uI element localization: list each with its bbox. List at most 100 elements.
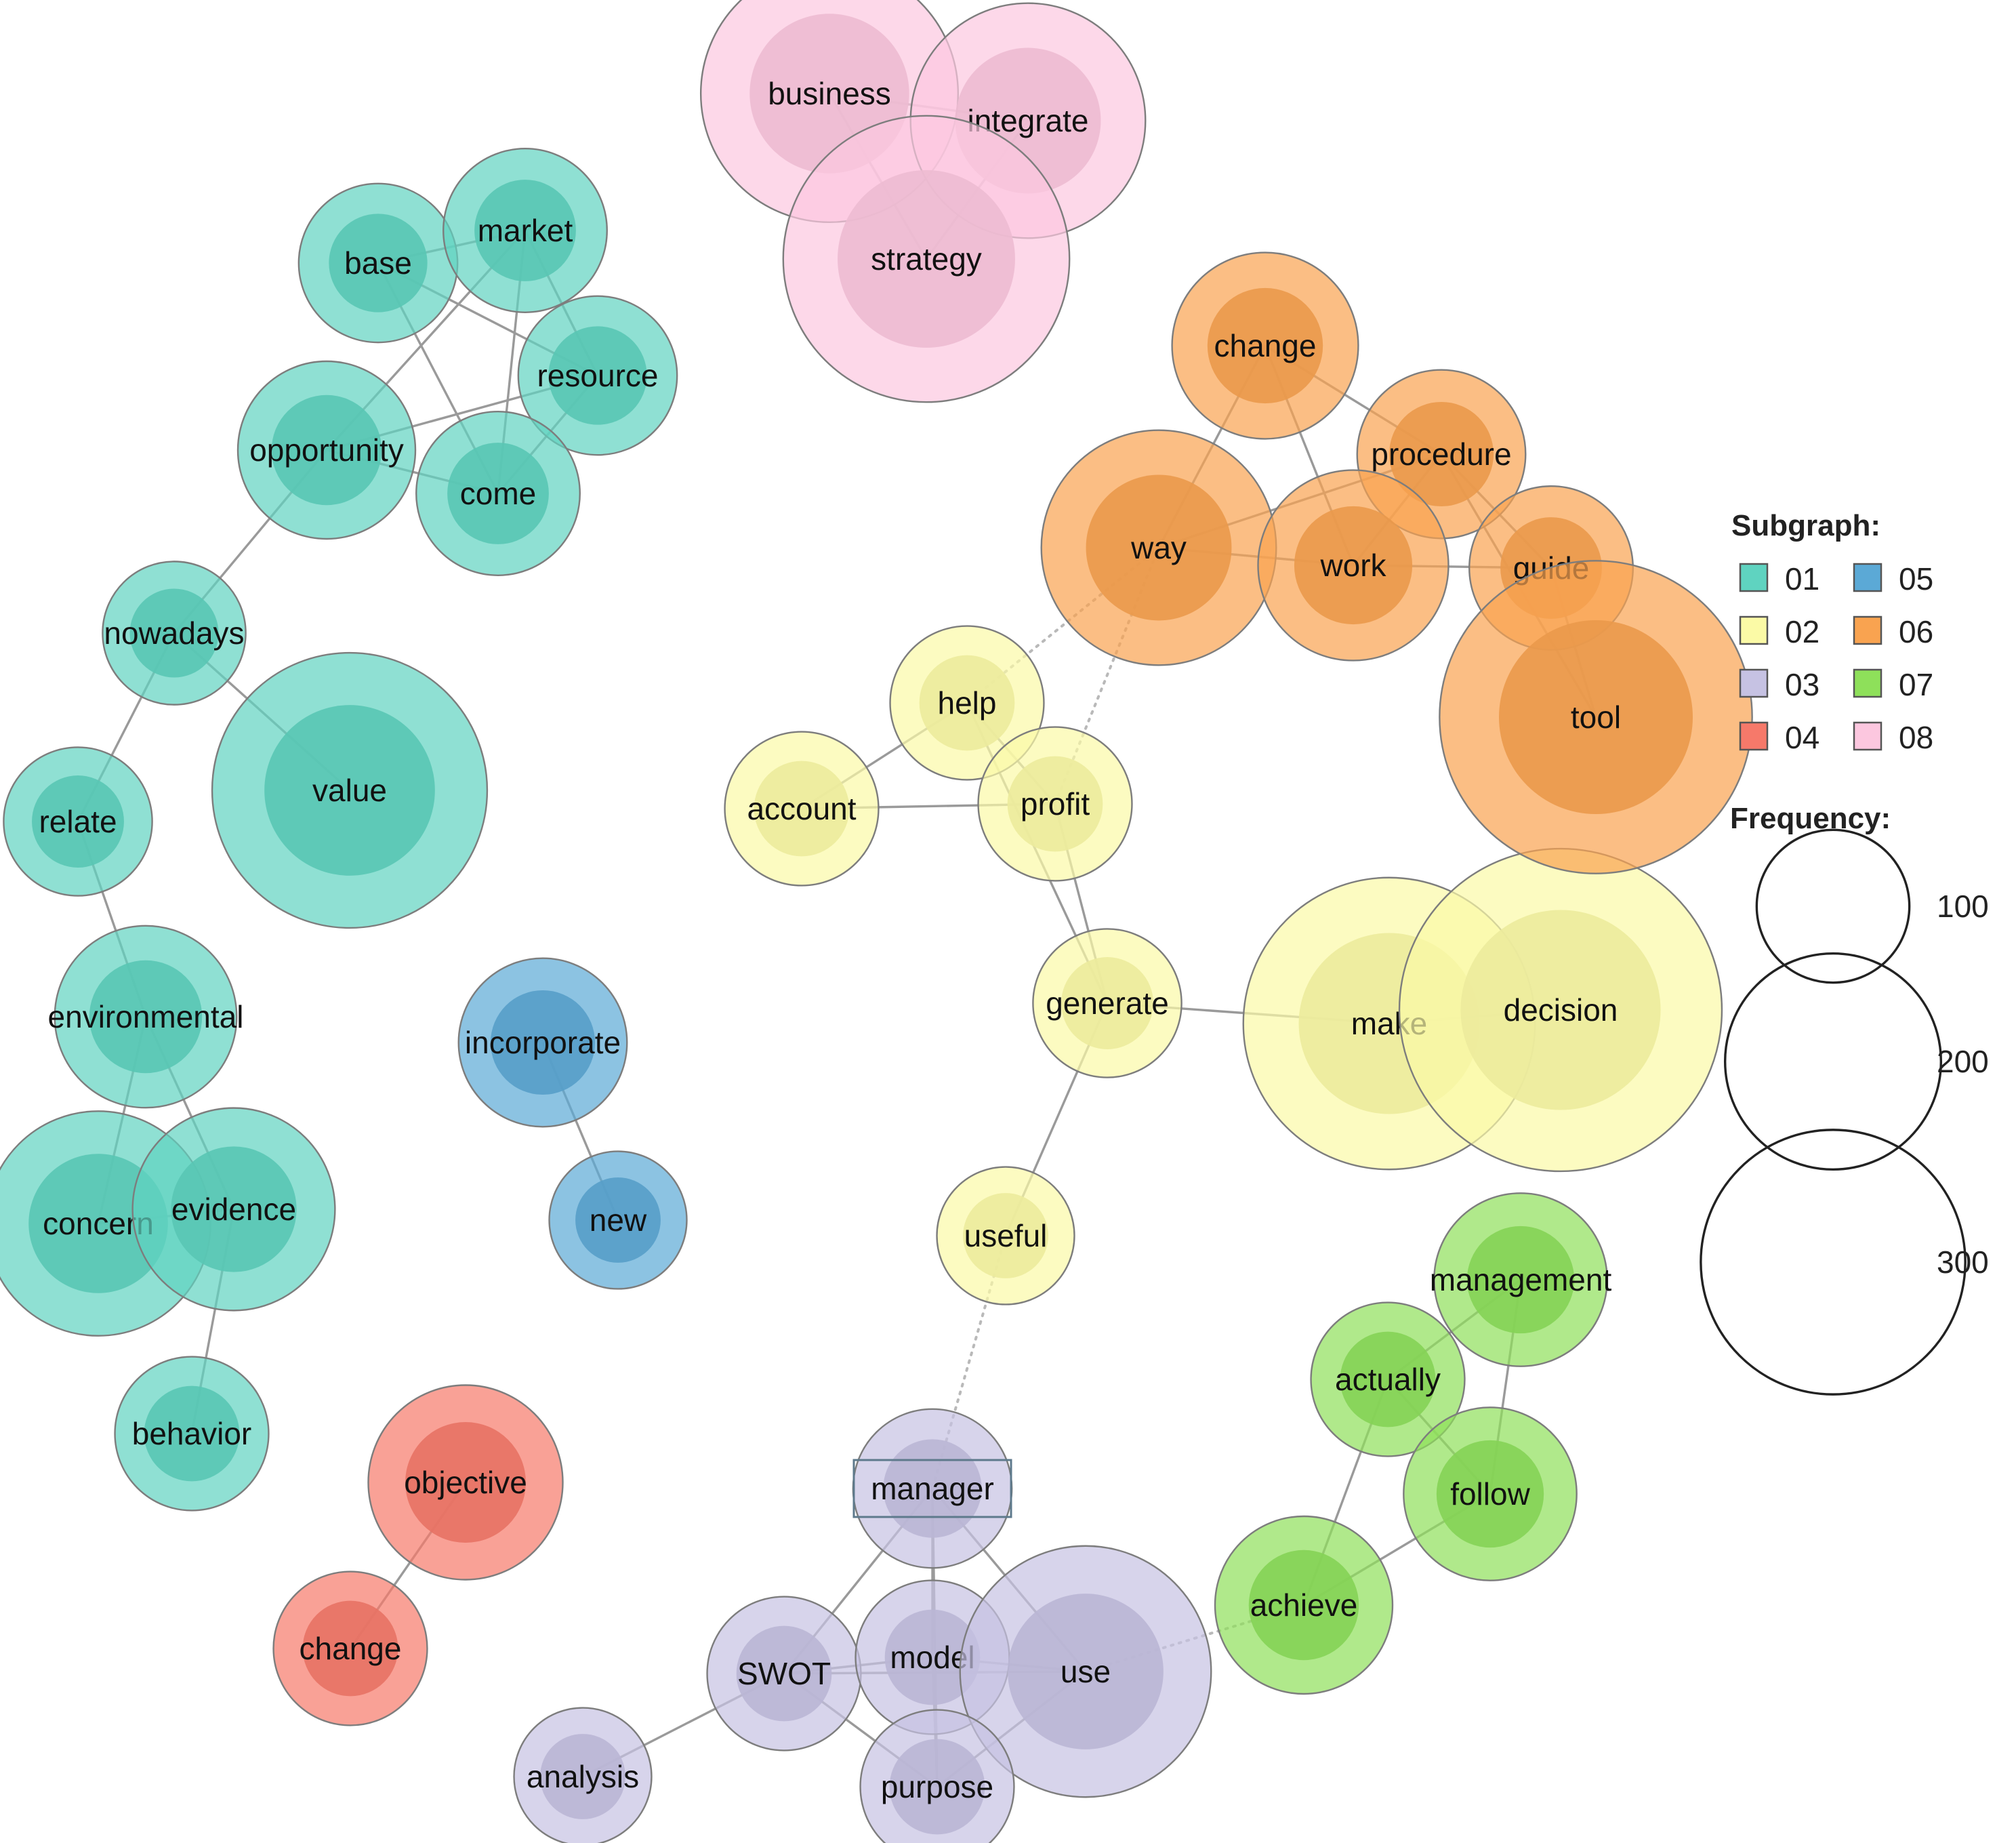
node-change_04[interactable]: change [272, 1571, 428, 1726]
legend-frequency-300: 300 [1700, 1129, 1989, 1396]
node-label: base [344, 245, 412, 281]
node-label: manager [871, 1471, 994, 1506]
node-label: business [768, 76, 891, 111]
node-core [1436, 1440, 1544, 1548]
node-label: new [590, 1202, 647, 1238]
highlight-layer [852, 1459, 1012, 1518]
node-label: purpose [881, 1769, 993, 1804]
node-label: market [478, 213, 573, 248]
node-analysis[interactable]: analysis [513, 1707, 653, 1843]
node-core [28, 1154, 168, 1293]
legend-swatch [1853, 668, 1883, 698]
node-relate[interactable]: relate [3, 746, 153, 897]
legend-frequency-200: 200 [1723, 952, 1989, 1171]
node-purpose[interactable]: purpose [859, 1709, 1015, 1843]
node-label: procedure [1371, 437, 1511, 472]
node-core [883, 1439, 982, 1538]
node-label: generate [1046, 986, 1169, 1021]
node-work[interactable]: work [1257, 469, 1449, 662]
node-use[interactable]: use [959, 1545, 1212, 1798]
legend-swatch [1739, 721, 1769, 751]
node-come[interactable]: come [415, 411, 581, 576]
node-core [405, 1422, 526, 1543]
node-resource[interactable]: resource [517, 295, 678, 456]
node-core [1086, 474, 1232, 621]
node-market[interactable]: market [443, 148, 608, 313]
node-label: nowadays [104, 615, 244, 651]
node-core [1007, 756, 1103, 852]
node-core [1061, 957, 1153, 1049]
node-new[interactable]: new [548, 1150, 688, 1290]
node-label: incorporate [465, 1025, 621, 1060]
frequency-label: 300 [1937, 1244, 1989, 1280]
node-core [575, 1177, 661, 1263]
node-core [1207, 287, 1323, 404]
node-help[interactable]: help [889, 625, 1045, 781]
legend-subgraph-label: 04 [1785, 720, 1819, 755]
node-follow[interactable]: follow [1403, 1406, 1578, 1581]
node-label: environmental [48, 999, 244, 1034]
node-useful[interactable]: useful [936, 1166, 1075, 1305]
node-nowadays[interactable]: nowadays [102, 561, 247, 706]
node-core [919, 655, 1015, 751]
node-value[interactable]: value [211, 651, 489, 929]
node-core [89, 960, 203, 1074]
legend-subgraph-label: 05 [1899, 561, 1933, 596]
node-label: follow [1450, 1476, 1530, 1512]
legend-subgraph-label: 02 [1785, 614, 1819, 649]
node-core [490, 990, 596, 1095]
node-generate[interactable]: generate [1032, 928, 1182, 1078]
node-core [963, 1193, 1048, 1278]
node-change_06[interactable]: change [1171, 251, 1359, 440]
node-label: useful [964, 1218, 1048, 1253]
node-core [1460, 910, 1661, 1110]
node-base[interactable]: base [297, 182, 459, 344]
node-core [32, 775, 124, 868]
node-evidence[interactable]: evidence [131, 1107, 336, 1312]
node-label: value [312, 773, 387, 808]
legend-subgraph-label: 08 [1899, 720, 1933, 755]
node-opportunity[interactable]: opportunity [236, 360, 417, 540]
frequency-circle [1723, 952, 1943, 1171]
node-environmental[interactable]: environmental [48, 925, 244, 1109]
node-management[interactable]: management [1430, 1192, 1612, 1367]
node-core [1498, 620, 1693, 815]
node-achieve[interactable]: achieve [1214, 1515, 1394, 1695]
node-SWOT[interactable]: SWOT [706, 1596, 862, 1751]
node-core [548, 326, 647, 425]
node-label: use [1061, 1654, 1111, 1689]
node-strategy[interactable]: strategy [782, 115, 1071, 403]
node-core [329, 214, 428, 312]
legend-frequency-title: Frequency: [1730, 802, 1891, 835]
node-core [144, 1385, 240, 1482]
legend-swatch [1853, 563, 1883, 592]
node-core [302, 1600, 398, 1697]
node-incorporate[interactable]: incorporate [457, 957, 628, 1128]
node-label: strategy [871, 241, 982, 277]
node-core [884, 1609, 981, 1705]
node-tool[interactable]: tool [1439, 560, 1753, 874]
node-decision[interactable]: decision [1398, 847, 1723, 1173]
node-way[interactable]: way [1040, 429, 1277, 666]
legend-subgraph-label: 07 [1899, 667, 1933, 702]
node-account[interactable]: account [724, 731, 880, 887]
node-label: actually [1335, 1362, 1441, 1397]
node-profit[interactable]: profit [977, 726, 1133, 882]
node-core [1248, 1550, 1359, 1661]
node-behavior[interactable]: behavior [114, 1356, 270, 1512]
node-core [474, 180, 576, 281]
node-label: account [747, 791, 856, 826]
node-core [754, 761, 850, 857]
node-label: management [1430, 1262, 1612, 1297]
highlight-box [852, 1459, 1012, 1518]
node-label: way [1130, 530, 1187, 565]
node-actually[interactable]: actually [1310, 1301, 1466, 1457]
node-core [1340, 1331, 1436, 1427]
node-objective[interactable]: objective [367, 1384, 564, 1581]
node-core [889, 1739, 985, 1835]
